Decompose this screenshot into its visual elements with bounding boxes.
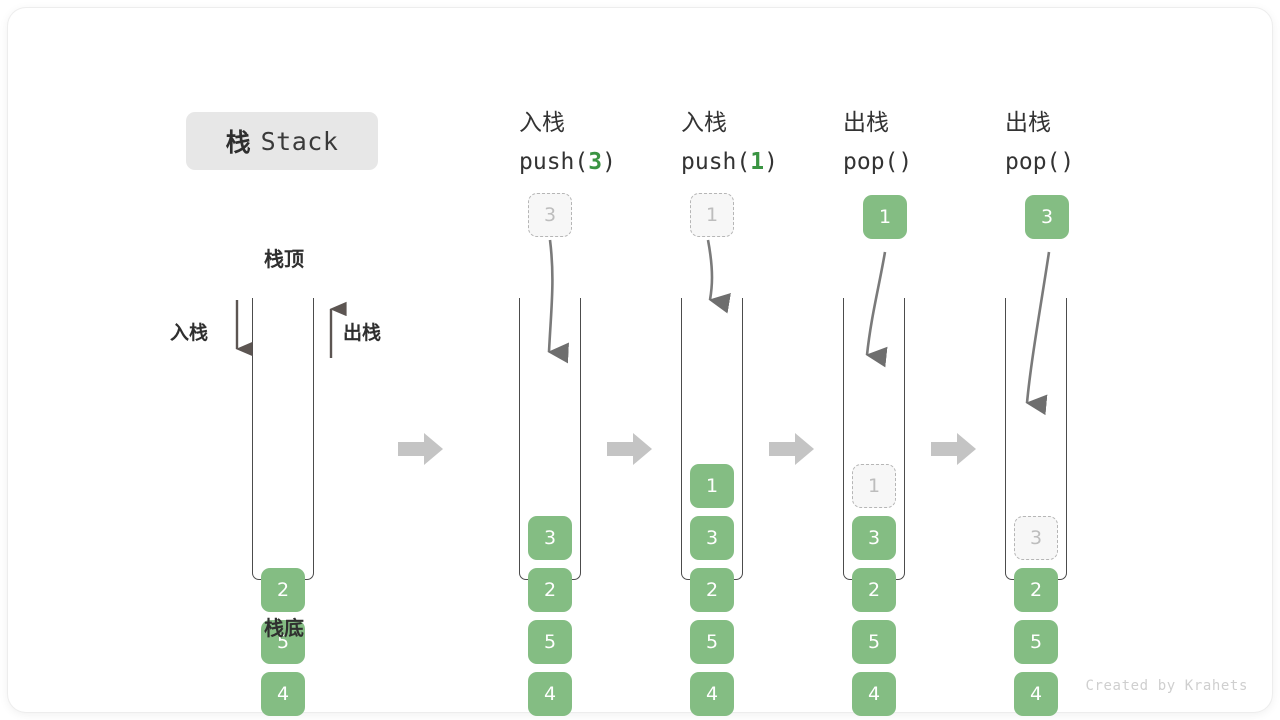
- stack-cell: 5: [690, 620, 734, 664]
- stack-slots-push-3: 4 5 2 3: [519, 508, 581, 716]
- title-cn: 栈: [225, 128, 251, 157]
- stack-cell: 4: [852, 672, 896, 716]
- operation-argument: 1: [750, 149, 765, 175]
- column-header-pop-1: 出栈 pop(): [843, 104, 912, 182]
- stack-cell: 2: [690, 568, 734, 612]
- stack-cell: 2: [1014, 568, 1058, 612]
- step-arrow-3-icon: [769, 433, 814, 465]
- watermark: Created by Krahets: [1085, 678, 1248, 694]
- stack-top-label: 栈顶: [264, 247, 304, 271]
- stack-cell: 3: [690, 516, 734, 560]
- operation-name: 出栈: [843, 110, 889, 136]
- stack-cell-removed-ghost: 3: [1014, 516, 1058, 560]
- step-arrow-4-icon: [931, 433, 976, 465]
- stack-cell: 4: [528, 672, 572, 716]
- column-header-push-1: 入栈 push(1): [681, 104, 778, 182]
- popped-element: 3: [1025, 195, 1069, 239]
- step-arrow-2-icon: [607, 433, 652, 465]
- stack-column-initial: 4 5 2: [252, 0, 452, 720]
- operation-argument: 3: [588, 149, 603, 175]
- operation-code: push(1): [681, 149, 778, 175]
- push-direction-label: 入栈: [170, 322, 209, 344]
- stack-cell: 5: [528, 620, 572, 664]
- stack-cell: 5: [261, 620, 305, 664]
- stack-column-push-1: 入栈 push(1) 1 4 5 2 3 1: [681, 0, 881, 720]
- stack-bottom-label: 栈底: [264, 616, 304, 640]
- pop-direction-label: 出栈: [343, 322, 382, 344]
- stack-cell-removed-ghost: 1: [852, 464, 896, 508]
- stack-cell: 4: [1014, 672, 1058, 716]
- stack-cell: 4: [261, 672, 305, 716]
- column-header-push-3: 入栈 push(3): [519, 104, 616, 182]
- column-header-pop-2: 出栈 pop(): [1005, 104, 1074, 182]
- operation-code: pop(): [1005, 149, 1075, 175]
- stack-slots-pop-2: 4 5 2 3: [1005, 508, 1067, 716]
- operation-name: 入栈: [519, 110, 565, 136]
- stack-cell: 5: [852, 620, 896, 664]
- curved-arrow-icon: [706, 239, 731, 314]
- stack-cell: 5: [1014, 620, 1058, 664]
- stack-slots-push-1: 4 5 2 3 1: [681, 456, 743, 716]
- title-en: Stack: [260, 126, 339, 156]
- stack-column-pop-2: 出栈 pop() 3 4 5 2 3: [1005, 0, 1205, 720]
- stack-column-pop-1: 出栈 pop() 1 4 5 2 3 1: [843, 0, 1043, 720]
- step-arrow-1-icon: [398, 433, 443, 465]
- operation-name: 出栈: [1005, 110, 1051, 136]
- popped-element: 1: [863, 195, 907, 239]
- stack-cell: 1: [690, 464, 734, 508]
- stack-cell: 3: [528, 516, 572, 560]
- stack-slots-pop-1: 4 5 2 3 1: [843, 456, 905, 716]
- operation-code: pop(): [843, 149, 913, 175]
- stack-tube-initial: [252, 298, 314, 580]
- diagram-title-badge: 栈 Stack: [186, 112, 378, 170]
- stack-cell: 2: [261, 568, 305, 612]
- stack-slots-initial: 4 5 2: [252, 560, 314, 716]
- operation-name: 入栈: [681, 110, 727, 136]
- incoming-element-ghost: 1: [690, 193, 734, 237]
- stack-cell: 3: [852, 516, 896, 560]
- stack-cell: 4: [690, 672, 734, 716]
- stack-cell: 2: [528, 568, 572, 612]
- operation-code: push(3): [519, 149, 616, 175]
- incoming-element-ghost: 3: [528, 193, 572, 237]
- stack-cell: 2: [852, 568, 896, 612]
